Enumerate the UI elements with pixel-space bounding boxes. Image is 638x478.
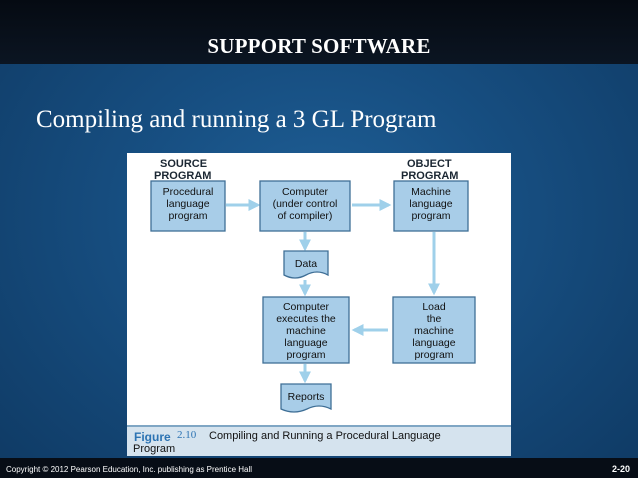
heading-source-line1: SOURCE [160,158,207,170]
figure-panel: SOURCE PROGRAM OBJECT PROGRAM Procedural… [127,153,511,456]
node-executes-line1: Computer [283,301,330,313]
footer-bar [0,458,638,478]
node-load-line2: the [427,313,442,325]
node-load-line3: machine [414,325,454,337]
node-executes-line3: machine [286,325,326,337]
node-load-box [392,296,476,364]
node-reports-shape [280,383,332,413]
node-compiler-box [259,180,351,232]
node-procedural-line1: Procedural [163,186,214,198]
node-machine-line2: language [409,198,452,210]
slide-title: SUPPORT SOFTWARE [207,34,431,58]
node-reports-label: Reports [288,391,325,403]
node-executes-line4: language [284,337,327,349]
page-number: 2-20 [611,464,630,474]
node-executes-label: Computer executes the machine language p… [276,301,336,361]
figure-caption-line1: Compiling and Running a Procedural Langu… [209,430,441,442]
node-data-shape [283,250,329,279]
node-compiler-label: Computer (under control of compiler) [273,186,338,222]
node-data-label: Data [295,258,317,270]
figure-number: 2.10 [177,429,197,441]
title-bar [0,0,638,64]
node-machine-line1: Machine [411,186,451,198]
heading-source-line2: PROGRAM [154,170,211,182]
node-procedural-box [150,180,226,232]
figure-caption-line2: Program [133,443,176,455]
node-load-label: Load the machine language program [412,301,455,361]
node-compiler-line1: Computer [282,186,329,198]
figure-label: Figure [134,430,171,444]
flowchart-diagram: SOURCE PROGRAM OBJECT PROGRAM Procedural… [150,158,476,413]
node-machine-label: Machine language program [409,186,452,222]
node-compiler-line2: (under control [273,198,338,210]
node-procedural-line2: language [166,198,209,210]
node-load-line4: language [412,337,455,349]
node-executes-line5: program [286,349,325,361]
copyright-text: Copyright © 2012 Pearson Education, Inc.… [6,465,253,474]
node-load-line1: Load [422,301,446,313]
heading-object-line2: PROGRAM [401,170,458,182]
figure-caption: Figure 2.10 Compiling and Running a Proc… [127,425,511,456]
node-procedural-line3: program [168,210,207,222]
node-compiler-line3: of compiler) [278,210,333,222]
node-executes-line2: executes the [276,313,336,325]
slide-subtitle: Compiling and running a 3 GL Program [36,106,437,133]
node-machine-box [393,180,469,232]
node-executes-box [262,296,350,364]
heading-object-line1: OBJECT [407,158,452,170]
node-procedural-label: Procedural language program [163,186,214,222]
node-load-line5: program [414,349,453,361]
node-machine-line3: program [411,210,450,222]
